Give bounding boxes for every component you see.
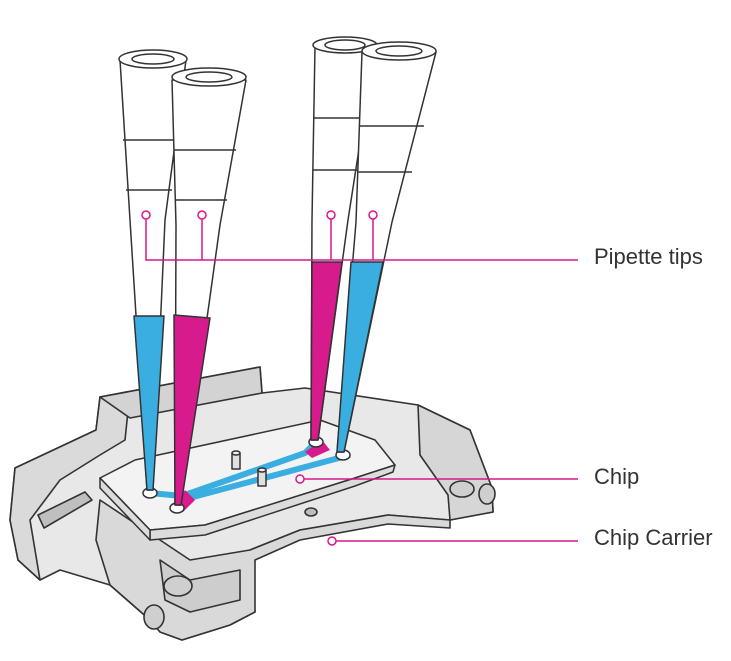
pipette-tip-4 bbox=[336, 41, 437, 453]
callout-dot bbox=[295, 474, 305, 484]
callout-dot bbox=[197, 210, 207, 220]
chip-carrier-label: Chip Carrier bbox=[594, 525, 713, 550]
callout-pipette-tips bbox=[145, 215, 578, 261]
chip-label: Chip bbox=[594, 464, 640, 489]
callout-lines bbox=[141, 210, 578, 546]
pipette-tips-label: Pipette tips bbox=[594, 244, 703, 269]
callout-dot bbox=[326, 210, 336, 220]
pipette-tip-1 bbox=[118, 49, 188, 491]
pipette-tip-2 bbox=[171, 67, 247, 506]
callout-dot bbox=[141, 210, 151, 220]
callout-dot bbox=[368, 210, 378, 220]
pipette-tips bbox=[118, 36, 437, 506]
chip bbox=[99, 419, 396, 541]
callout-dot bbox=[327, 536, 337, 546]
